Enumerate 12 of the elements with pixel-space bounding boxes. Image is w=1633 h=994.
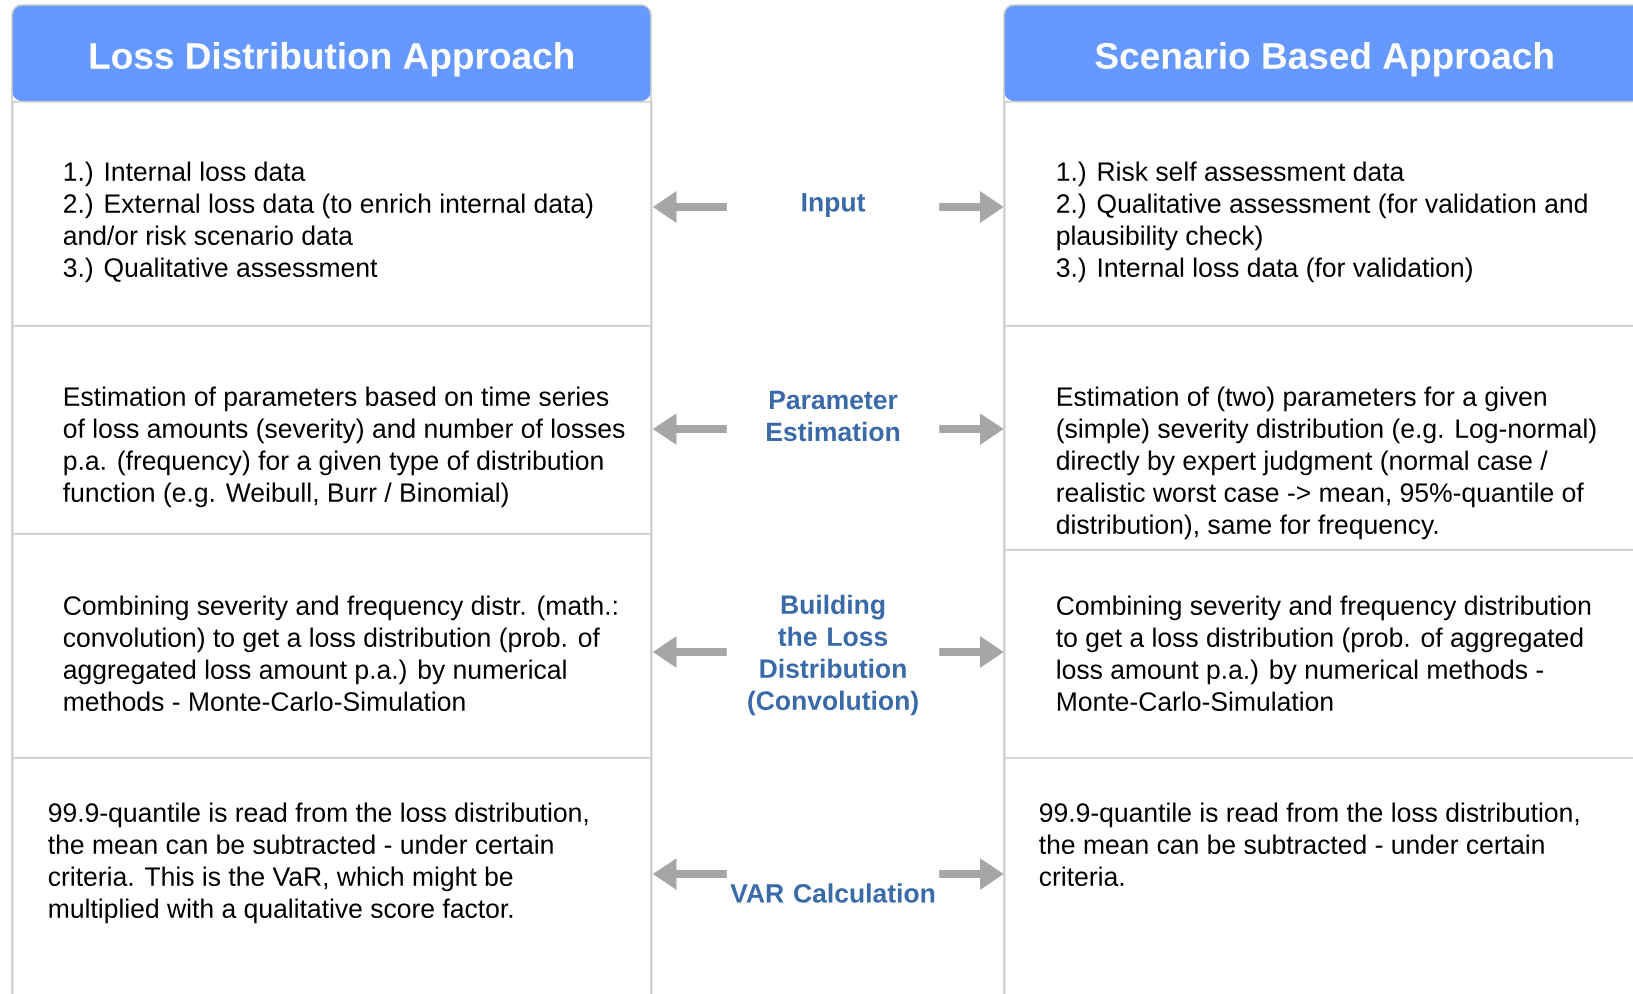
text-cell: 1.) Internal loss data 2.) External loss data (to enrich internal data) and/or risk scenario data 3.) Qualitative assessment [12, 101, 653, 327]
text-cell: 1.) Risk self assessment data 2.) Qualitative assessment (for validation and plausibility check) 3.) Internal loss data (for validation) [1004, 101, 1633, 327]
text-cell: Estimation of parameters based on time series of loss amounts (severity) and number of losses p.a. (frequency) for a given type of distribution function (e.g. Weibull, Burr / Binomial) [12, 325, 653, 535]
text-cell: Estimation of (two) parameters for a given (simple) severity distribution (e.g. Log-normal) directly by expert judgment (normal case / realistic worst case -> mean, 95%-quantile of distribution), same for frequency. [1004, 325, 1633, 551]
text-cell: 99.9-quantile is read from the loss distribution, the mean can be subtracted - under certain criteria. This is the VaR, which might be multiplied with a qualitative score factor. [12, 757, 653, 994]
text-cell: 99.9-quantile is read from the loss distribution, the mean can be subtracted - under certain criteria. [1004, 757, 1633, 994]
text-cell: Combining severity and frequency distribution to get a loss distribution (prob. of aggregated loss amount p.a.) by numerical methods - Monte-Carlo-Simulation [1004, 549, 1633, 759]
text-cell: Combining severity and frequency distr. (math.: convolution) to get a loss distribution (prob. of aggregated loss amount p.a.) by numerical methods - Monte-Carlo-Simulation [12, 533, 653, 759]
step-label: VAR Calculation [730, 883, 935, 903]
step-label: Building the Loss Distribution (Convolution) [748, 594, 918, 716]
step-label: Parameter Estimation [767, 390, 900, 442]
step-label: Input [802, 193, 866, 217]
